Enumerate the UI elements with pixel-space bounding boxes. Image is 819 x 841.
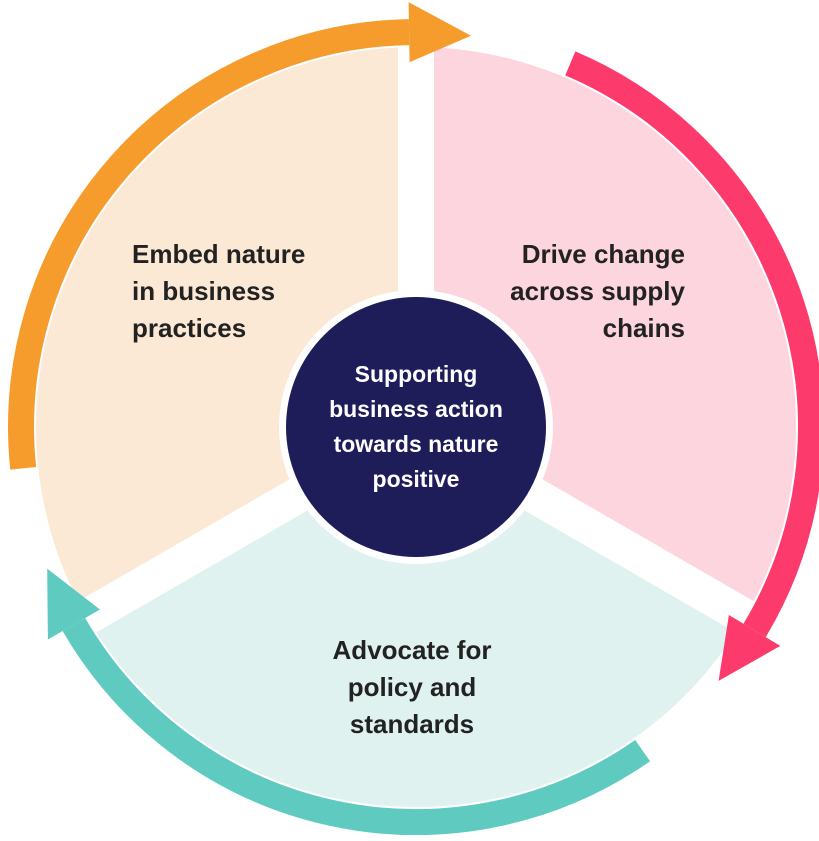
segment-label-embed: Embed nature in business practices <box>132 236 305 347</box>
arrow-head <box>47 568 100 640</box>
center-label-line: Supporting <box>354 361 478 387</box>
arrow-shaft <box>62 617 651 836</box>
segment-label-line: Advocate for <box>332 635 492 665</box>
arrow-head <box>408 2 471 63</box>
segment-label-line: Embed nature <box>132 239 306 269</box>
segment-label-line: across supply <box>510 276 685 306</box>
center-circle-fill <box>286 297 546 557</box>
arrow-shaft <box>8 19 410 470</box>
segment-label-advocate: Advocate for policy and standards <box>262 632 562 743</box>
cycle-arrow-embed <box>8 2 471 470</box>
segment-label-line: chains <box>602 313 685 343</box>
segment-label-line: standards <box>349 709 475 739</box>
arrow-shaft <box>565 51 819 638</box>
arrow-head <box>718 615 781 681</box>
center-label-line: towards nature <box>333 431 499 457</box>
segment-label-line: practices <box>132 313 247 343</box>
segment-label-line: policy and <box>347 672 477 702</box>
cycle-arrow-advocate <box>47 568 651 836</box>
center-label-line: business action <box>329 396 503 422</box>
cycle-arrows <box>8 2 819 836</box>
segment-label-line: Drive change <box>521 239 685 269</box>
segment-label-line: in business <box>132 276 276 306</box>
cycle-arrow-drive <box>565 51 819 681</box>
center-label-line: positive <box>372 466 460 492</box>
segment-label-drive: Drive change across supply chains <box>510 236 685 347</box>
center-label: Supporting business action towards natur… <box>284 295 548 559</box>
